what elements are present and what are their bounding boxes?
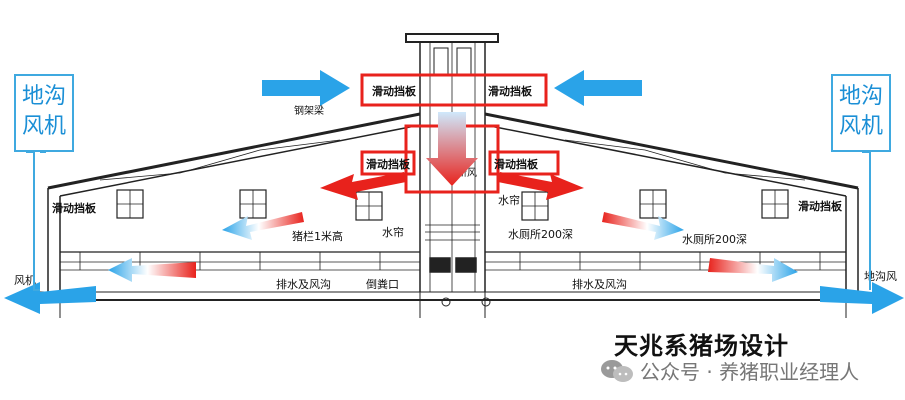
label-sliding-baffle-mid-right: 滑动挡板 bbox=[494, 157, 539, 171]
ground-fan-label-left: 地沟风机 bbox=[14, 74, 74, 152]
tower-base-r bbox=[455, 257, 477, 273]
pointer-left bbox=[26, 151, 40, 291]
roof-left bbox=[47, 112, 421, 190]
tower-cap bbox=[405, 33, 499, 43]
label-water-curtain-right: 水帘 bbox=[498, 193, 520, 207]
highlight-box-left bbox=[360, 150, 416, 176]
roof-left-inner bbox=[59, 124, 421, 197]
exhaust-arrow-right bbox=[820, 282, 904, 314]
drawing-labels: 滑动挡板 滑动挡板 滑动挡板 滑动挡板 滑动挡板 滑动挡板 钢架梁 猪栏1米高 … bbox=[14, 84, 897, 291]
tower-steps bbox=[425, 224, 480, 241]
pointer-right bbox=[862, 151, 871, 290]
label-sliding-baffle-top-right: 滑动挡板 bbox=[488, 84, 533, 98]
tower-base-l bbox=[429, 257, 451, 273]
roof-right-inner bbox=[484, 124, 847, 197]
airflow-arrows bbox=[4, 70, 904, 314]
mixed-air-arrow-low-left bbox=[108, 258, 196, 282]
mixed-air-arrow-mid-left bbox=[222, 212, 304, 240]
building-structure bbox=[40, 33, 866, 318]
label-toilet-right: 水厕所200深 bbox=[682, 233, 747, 246]
fence-posts bbox=[79, 252, 821, 270]
label-toilet-left: 水厕所200深 bbox=[508, 228, 573, 241]
tower-inner bbox=[429, 42, 476, 292]
label-fan-short: 风机 bbox=[14, 273, 36, 287]
label-water-curtain-left: 水帘 bbox=[382, 225, 404, 239]
ground-fan-label-right: 地沟风机 bbox=[831, 74, 891, 152]
tower-window-1 bbox=[433, 47, 449, 75]
label-sliding-baffle-mid-left: 滑动挡板 bbox=[366, 157, 411, 171]
fresh-air-down-arrow bbox=[426, 112, 478, 186]
ground-fan-text-left: 地沟风机 bbox=[21, 84, 66, 139]
pipe-spring bbox=[441, 297, 451, 307]
wechat-account: 公众号 · 养猪职业经理人 bbox=[600, 356, 859, 385]
label-pen-fence: 猪栏1米高 bbox=[292, 229, 343, 243]
label-manure-outlet: 倒粪口 bbox=[366, 277, 399, 291]
roof-right bbox=[484, 112, 859, 190]
pipe-spring bbox=[481, 297, 491, 307]
cold-air-arrow-top-right bbox=[554, 70, 642, 106]
highlight-box-right bbox=[488, 150, 560, 176]
wechat-icon bbox=[600, 359, 634, 383]
warm-air-arrow-left bbox=[320, 172, 406, 200]
label-ground-duct-short: 地沟风 bbox=[864, 270, 897, 283]
label-sliding-baffle-top-left: 滑动挡板 bbox=[372, 84, 417, 98]
tower-window-2 bbox=[456, 47, 472, 75]
mixed-air-arrow-low-right bbox=[708, 258, 798, 282]
truss-right bbox=[564, 139, 806, 181]
label-sliding-baffle-side-right: 滑动挡板 bbox=[798, 199, 843, 213]
warm-air-arrow-right bbox=[498, 172, 584, 200]
ground-fan-text-right: 地沟风机 bbox=[838, 84, 883, 139]
label-sliding-baffle-side-left: 滑动挡板 bbox=[52, 201, 97, 215]
tower-walls bbox=[419, 42, 486, 292]
underground-duct bbox=[59, 292, 847, 318]
mixed-air-arrow-mid-right bbox=[602, 212, 684, 240]
wechat-account-text: 公众号 · 养猪职业经理人 bbox=[640, 360, 860, 384]
label-drain-duct-left: 排水及风沟 bbox=[276, 277, 331, 291]
label-drain-duct-right: 排水及风沟 bbox=[572, 277, 627, 291]
truss-left bbox=[99, 139, 341, 181]
label-steel-truss: 钢架梁 bbox=[294, 104, 324, 117]
cold-air-arrow-top-left bbox=[262, 70, 350, 106]
highlight-box-top bbox=[360, 73, 548, 107]
wall-left bbox=[47, 188, 61, 300]
design-title: 天兆系猪场设计 bbox=[614, 332, 789, 360]
exhaust-arrow-left bbox=[4, 282, 96, 314]
wall-right bbox=[845, 188, 859, 300]
